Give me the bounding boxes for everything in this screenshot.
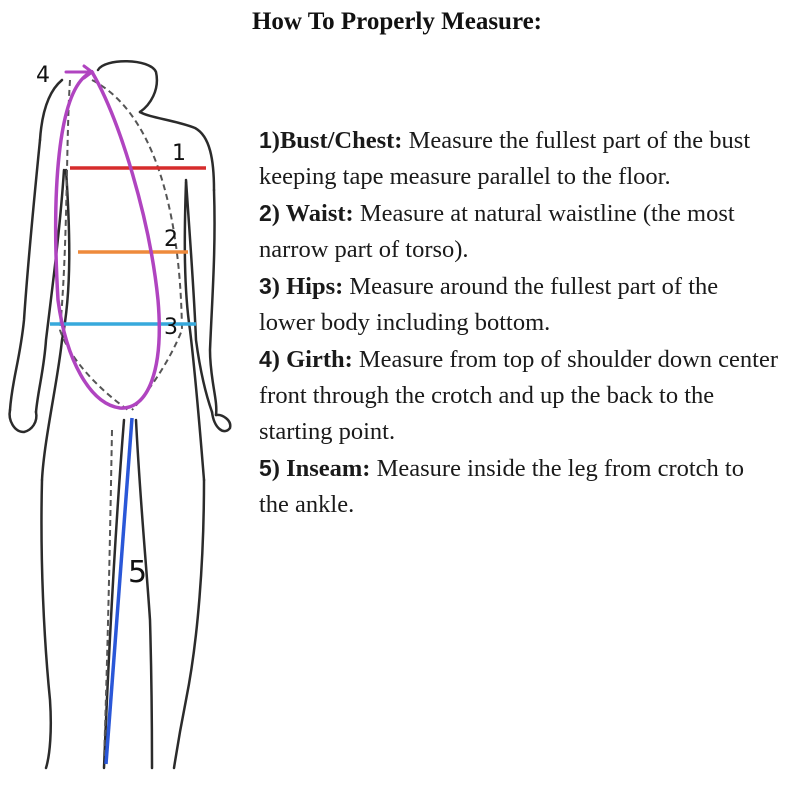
right-hand-outline [210, 410, 232, 433]
instruction-number: 1 [259, 127, 272, 153]
leotard-inseam-dashes [103, 429, 113, 761]
body-outline [8, 60, 232, 770]
instruction-number: 3 [259, 273, 272, 299]
leotard-outline [58, 79, 184, 761]
instruction-number: 4 [259, 346, 272, 372]
instruction-label: ) Waist: [271, 200, 354, 227]
inseam-line [104, 417, 134, 765]
instruction-bust: 1)Bust/Chest: Measure the fullest part o… [259, 122, 779, 195]
instruction-text: Measure from top of shoulder down center… [259, 346, 778, 445]
hips-marker: 3 [164, 315, 178, 340]
waist-marker: 2 [164, 227, 178, 252]
head-outline [96, 60, 159, 114]
instruction-label: ) Hips: [271, 273, 344, 300]
instruction-text: Measure inside the leg from crotch to th… [259, 455, 744, 518]
instruction-text: Measure around the fullest part of the l… [259, 273, 719, 336]
torso-left-outline [40, 168, 71, 482]
instruction-list: 1)Bust/Chest: Measure the fullest part o… [259, 122, 779, 523]
right-shoulder-outline [138, 110, 216, 192]
leotard-left-edge [58, 79, 129, 411]
right-arm-inner-outline [184, 178, 214, 414]
leotard-right-edge [91, 79, 184, 411]
instruction-label: ) Inseam: [271, 455, 371, 482]
instruction-number: 5 [259, 455, 272, 481]
inseam-marker: 5 [128, 555, 147, 590]
girth-marker: 4 [36, 63, 50, 88]
right-leg-outer-outline [172, 478, 206, 770]
instruction-inseam: 5) Inseam: Measure inside the leg from c… [259, 450, 779, 523]
left-leg-inner-outline [102, 418, 126, 770]
right-leg-inner-outline [134, 418, 154, 770]
torso-right-outline [183, 180, 206, 482]
instruction-text: Measure at natural waistline (the most n… [259, 200, 735, 263]
right-arm-outline [208, 188, 218, 417]
page-title: How To Properly Measure: [251, 8, 543, 35]
instruction-hips: 3) Hips: Measure around the fullest part… [259, 268, 779, 341]
instruction-text: Measure the fullest part of the bust kee… [259, 127, 751, 190]
left-shoulder-outline [38, 78, 64, 142]
instruction-waist: 2) Waist: Measure at natural waistline (… [259, 195, 779, 268]
instruction-number: 2 [259, 200, 272, 226]
left-hand-outline [8, 408, 38, 434]
left-arm-outline [8, 138, 42, 412]
left-arm-inner-outline [34, 168, 66, 414]
girth-arrow [64, 64, 95, 80]
instruction-label: )Bust/Chest: [271, 127, 403, 154]
girth-loop [53, 69, 161, 410]
left-leg-outer-outline [40, 478, 53, 770]
instruction-label: ) Girth: [271, 346, 353, 373]
instruction-girth: 4) Girth: Measure from top of shoulder d… [259, 341, 779, 450]
bust-marker: 1 [172, 141, 186, 166]
